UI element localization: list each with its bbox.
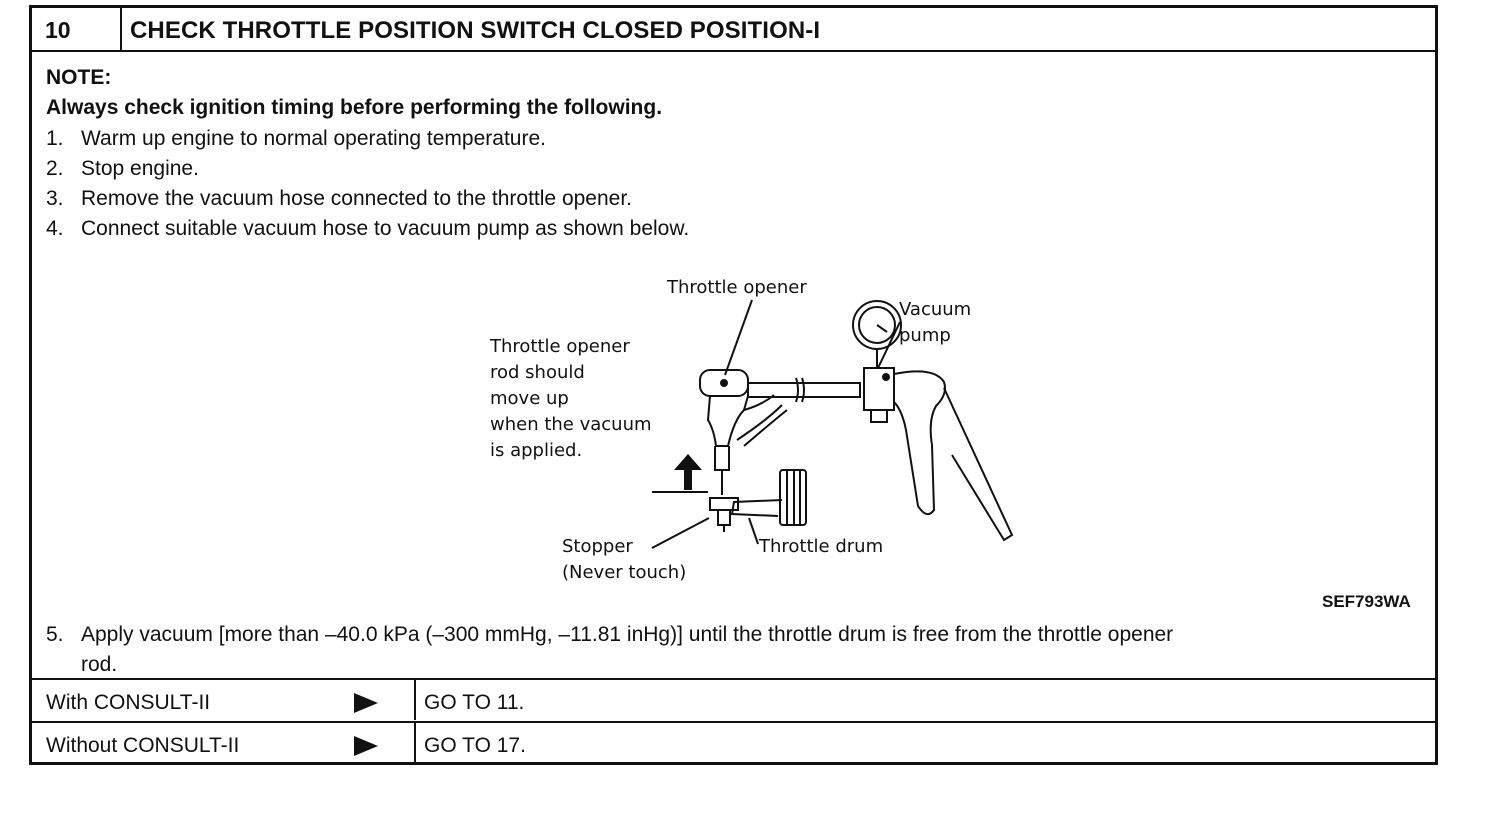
step-num: 4.: [46, 217, 64, 240]
result-action: GO TO 11.: [424, 691, 525, 714]
step-text: Connect suitable vacuum hose to vacuum p…: [81, 217, 690, 240]
step-num: 2.: [46, 157, 64, 180]
result-row-with-consult: With CONSULT-II GO TO 11.: [32, 678, 1435, 720]
play-arrow-icon: [354, 736, 378, 756]
label-pump: pump: [899, 325, 951, 346]
result-divider: [414, 680, 416, 720]
label-rod-line4: when the vacuum: [490, 414, 652, 435]
label-throttle-opener: Throttle opener: [666, 277, 807, 298]
step-text: Remove the vacuum hose connected to the …: [81, 187, 633, 210]
note-label: NOTE:: [46, 66, 112, 89]
label-rod-line2: rod should: [490, 362, 585, 383]
instruction-step-2: 2. Stop engine.: [46, 157, 199, 181]
label-stopper: Stopper: [562, 536, 633, 557]
label-throttle-drum: Throttle drum: [758, 536, 883, 557]
step-number: 10: [45, 17, 71, 43]
step-title: CHECK THROTTLE POSITION SWITCH CLOSED PO…: [130, 17, 821, 44]
label-rod-line5: is applied.: [490, 440, 582, 461]
instruction-step-5: 5. Apply vacuum [more than –40.0 kPa (–30…: [46, 620, 1426, 680]
diagram-svg: Throttle opener Vacuum pump Throttle ope…: [489, 277, 1014, 583]
result-action: GO TO 17.: [424, 734, 526, 757]
figure-code: SEF793WA: [1322, 592, 1411, 611]
up-arrow-icon: [674, 454, 702, 490]
result-row-without-consult: Without CONSULT-II GO TO 17.: [32, 721, 1435, 763]
result-divider: [414, 723, 416, 763]
step-num: 5.: [46, 623, 64, 646]
instruction-step-1: 1. Warm up engine to normal operating tem…: [46, 127, 546, 151]
result-condition: Without CONSULT-II: [46, 734, 240, 757]
note-text: Always check ignition timing before perf…: [46, 96, 663, 119]
play-arrow-icon: [354, 693, 378, 713]
header-divider: [120, 8, 122, 50]
label-vacuum: Vacuum: [899, 299, 971, 320]
instruction-step-3: 3. Remove the vacuum hose connected to th…: [46, 187, 632, 211]
step-text-line1: Apply vacuum [more than –40.0 kPa (–300 …: [81, 623, 1174, 646]
vacuum-pump-diagram: Throttle opener Vacuum pump Throttle ope…: [482, 270, 1042, 590]
step-text-line2: rod.: [81, 653, 118, 676]
label-never-touch: (Never touch): [562, 562, 686, 583]
diagram-drawing: [651, 299, 1014, 549]
label-rod-line3: move up: [490, 388, 569, 409]
step-text: Warm up engine to normal operating tempe…: [81, 127, 546, 150]
label-rod-line1: Throttle opener: [489, 336, 630, 357]
step-header: 10 CHECK THROTTLE POSITION SWITCH CLOSED…: [32, 8, 1435, 52]
result-condition: With CONSULT-II: [46, 691, 211, 714]
instruction-step-4: 4. Connect suitable vacuum hose to vacuum…: [46, 217, 689, 241]
step-num: 1.: [46, 127, 64, 150]
step-text: Stop engine.: [81, 157, 199, 180]
procedure-table: 10 CHECK THROTTLE POSITION SWITCH CLOSED…: [29, 5, 1438, 765]
step-num: 3.: [46, 187, 64, 210]
